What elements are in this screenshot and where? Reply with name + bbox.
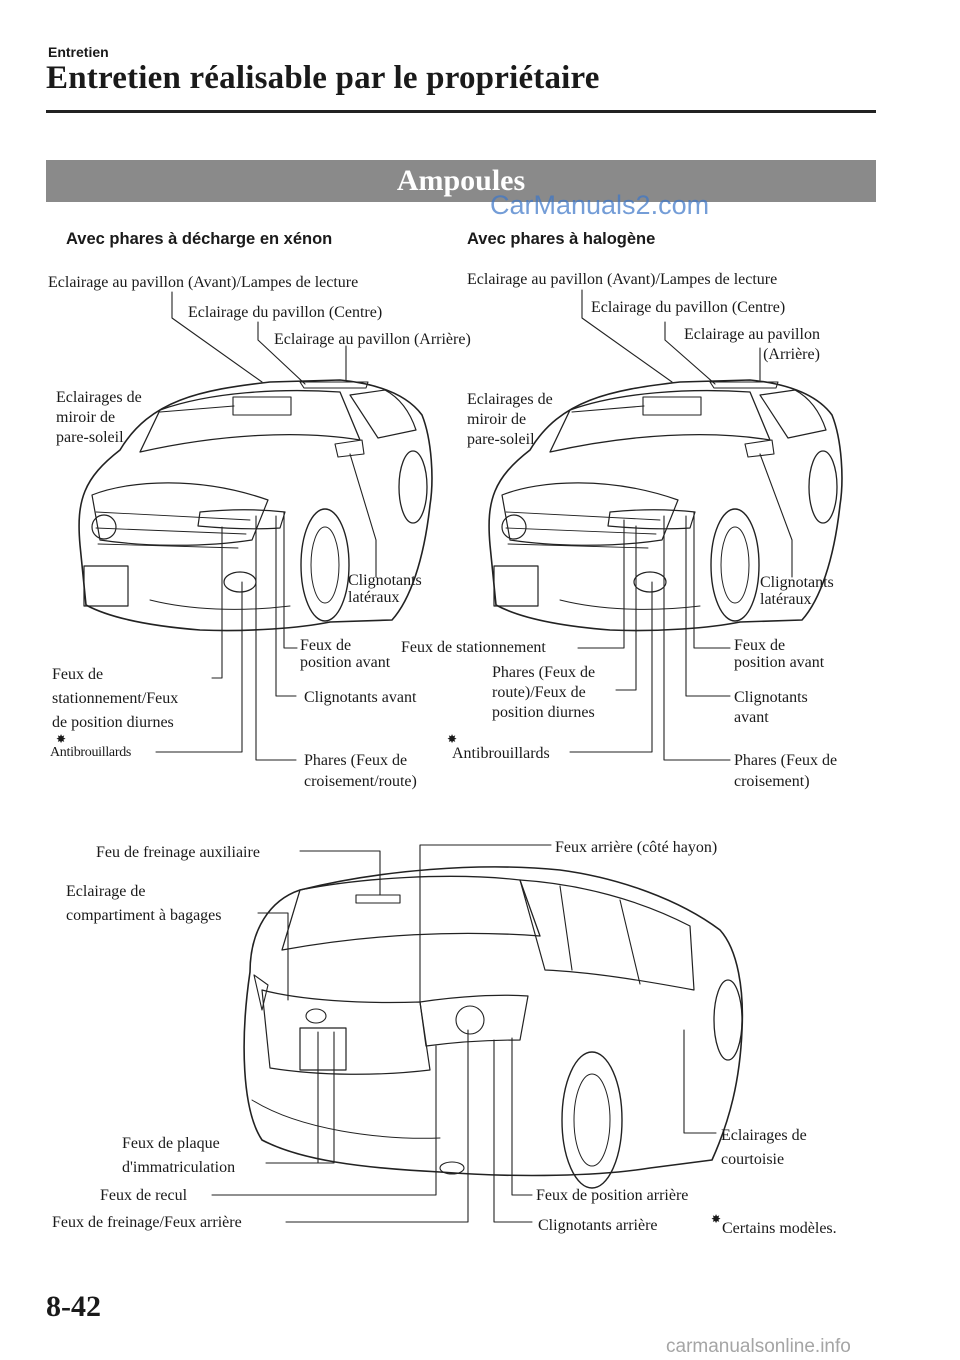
- page-number: 8-42: [46, 1290, 101, 1323]
- label-pavillon-centre-halogen: Eclairage du pavillon (Centre): [591, 299, 786, 316]
- subtitle-xenon: Avec phares à décharge en xénon: [66, 230, 333, 248]
- banner-title: Ampoules: [396, 164, 526, 197]
- label-pavillon-arriere-halogen: Eclairage au pavillon (Arrière): [684, 326, 820, 363]
- page-title: Entretien réalisable par le propriétaire: [46, 60, 600, 96]
- asterisk-icon: ✸: [711, 1212, 722, 1226]
- rear-car: [243, 866, 744, 1189]
- label-feux-arriere-hayon: Feux arrière (côté hayon): [555, 839, 718, 856]
- section-label: Entretien: [48, 44, 109, 60]
- subtitle-halogen: Avec phares à halogène: [467, 230, 656, 248]
- label-freinage: Feux de freinage/Feux arrière: [52, 1214, 242, 1231]
- label-phares-route-halogen: Phares (Feux de route)/Feux de position …: [492, 664, 596, 721]
- label-clignotants-lateraux-halogen: Clignotants latéraux: [760, 574, 834, 608]
- label-antibrouillards-xenon: Antibrouillards: [50, 745, 132, 760]
- label-compartiment: Eclairage de compartiment à bagages: [66, 883, 222, 924]
- label-position-avant-xenon: Feux de position avant: [300, 637, 391, 671]
- label-feu-freinage-aux: Feu de freinage auxiliaire: [96, 844, 260, 861]
- label-courtoisie: Eclairages de courtoisie: [721, 1127, 807, 1168]
- label-pavillon-avant-halogen: Eclairage au pavillon (Avant)/Lampes de …: [467, 271, 778, 288]
- label-plaque: Feux de plaque d'immatriculation: [122, 1135, 236, 1176]
- section-banner: Ampoules: [46, 160, 876, 202]
- label-phares-xenon: Phares (Feux de croisement/route): [304, 752, 417, 790]
- label-clignotants-lateraux-xenon: Clignotants latéraux: [348, 572, 422, 606]
- label-antibrouillards-halogen: Antibrouillards: [452, 745, 550, 762]
- label-miroir-xenon: Eclairages de miroir de pare-soleil: [56, 389, 142, 446]
- footnote: Certains modèles.: [722, 1220, 837, 1237]
- label-position-arriere: Feux de position arrière: [536, 1187, 689, 1204]
- label-pavillon-avant-xenon: Eclairage au pavillon (Avant)/Lampes de …: [48, 274, 359, 291]
- label-miroir-halogen: Eclairages de miroir de pare-soleil: [467, 391, 553, 448]
- label-position-avant-halogen: Feux de position avant: [734, 637, 825, 671]
- label-pavillon-arriere-xenon: Eclairage au pavillon (Arrière): [274, 331, 471, 348]
- asterisk-icon: ✸: [447, 732, 458, 746]
- label-clignotants-avant-halogen: Clignotants avant: [734, 689, 808, 726]
- label-recul: Feux de recul: [100, 1187, 188, 1204]
- asterisk-icon: ✸: [56, 732, 67, 746]
- label-stationnement-halogen: Feux de stationnement: [401, 639, 546, 656]
- leaders-halogen: [569, 289, 793, 761]
- leaders-xenon: [155, 291, 377, 761]
- label-pavillon-centre-xenon: Eclairage du pavillon (Centre): [188, 304, 383, 321]
- leaders-rear: [211, 844, 717, 1223]
- label-phares-croisement-halogen: Phares (Feux de croisement): [734, 752, 838, 790]
- watermark-bottom: carmanualsonline.info: [666, 1336, 851, 1357]
- label-clignotants-arriere: Clignotants arrière: [538, 1217, 658, 1234]
- watermark-top: CarManuals2.com: [490, 190, 710, 220]
- label-stationnement-xenon: Feux de stationnement/Feux de position d…: [52, 666, 179, 731]
- front-car-halogen: [488, 379, 843, 632]
- label-clignotants-avant-xenon: Clignotants avant: [304, 689, 417, 706]
- title-rule: [46, 110, 876, 113]
- front-car-xenon: [78, 379, 433, 632]
